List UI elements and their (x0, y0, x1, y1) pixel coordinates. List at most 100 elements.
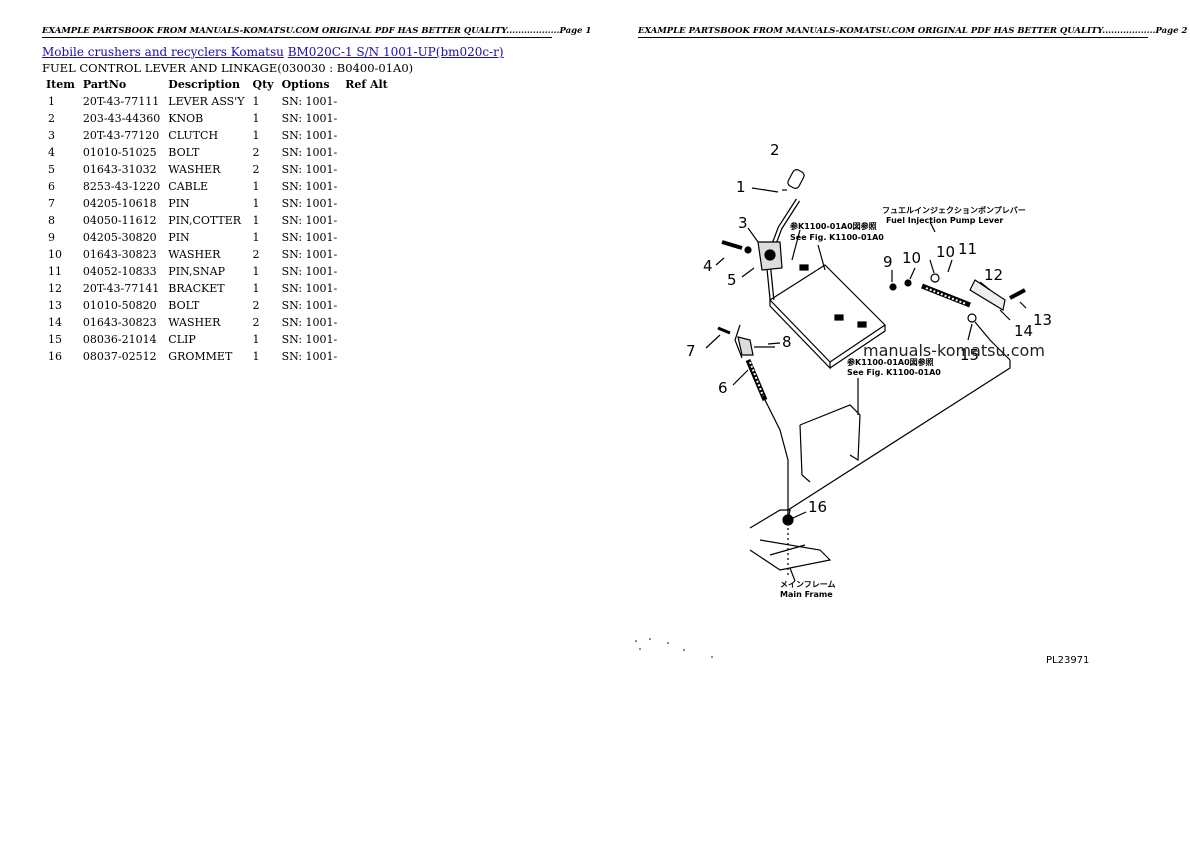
note-jp-see-fig-2: 参K1100-01A0図参照 (846, 357, 934, 367)
callout-2: 2 (770, 141, 780, 159)
col-header-qty: Qty (252, 77, 274, 91)
part-number-cell: 01643-30823 (82, 316, 157, 329)
callout-8: 8 (782, 333, 792, 351)
note-jp-see-fig-1: 参K1100-01A0図参照 (789, 221, 877, 231)
options-cell: SN: 1001- (281, 214, 338, 227)
ref-alt-cell (341, 212, 392, 229)
description-cell: BRACKET (168, 282, 225, 295)
part-number-cell: 04052-10833 (82, 265, 157, 278)
ref-alt-cell (341, 110, 392, 127)
ref-alt-cell (341, 195, 392, 212)
options-cell: SN: 1001- (281, 95, 338, 108)
callout-1: 1 (736, 178, 746, 196)
note-jp-main-frame: メインフレーム (780, 580, 836, 589)
description-cell: WASHER (168, 163, 221, 176)
item-number-cell: 11 (48, 265, 62, 278)
item-number-cell: 1 (48, 95, 55, 108)
item-number-cell: 3 (48, 129, 55, 142)
quantity-cell: 1 (252, 350, 260, 363)
options-cell: SN: 1001- (281, 112, 338, 125)
ref-alt-cell (341, 280, 392, 297)
part-number-cell: 01643-30823 (82, 248, 157, 261)
quantity-cell: 1 (252, 214, 260, 227)
quantity-cell: 1 (252, 95, 260, 108)
item-number-cell: 4 (48, 146, 55, 159)
description-cell: CABLE (168, 180, 209, 193)
ref-alt-cell (341, 246, 392, 263)
quantity-cell: 2 (252, 248, 260, 261)
options-cell: SN: 1001- (281, 146, 338, 159)
note-en-see-fig-1: See Fig. K1100-01A0 (790, 233, 884, 242)
ref-alt-cell (341, 314, 392, 331)
description-cell: CLIP (168, 333, 196, 346)
options-cell: SN: 1001- (281, 316, 338, 329)
note-en-see-fig-2: See Fig. K1100-01A0 (847, 368, 941, 377)
col-header-item: Item (46, 77, 75, 91)
quantity-cell: 1 (252, 112, 260, 125)
options-cell: SN: 1001- (281, 265, 338, 278)
part-number-cell: 01643-31032 (82, 163, 157, 176)
table-header-row: Item PartNo Description Qty Options Ref … (42, 76, 392, 93)
item-number-cell: 9 (48, 231, 55, 244)
table-row: 10 01643-30823 WASHER 2 SN: 1001- (42, 246, 392, 263)
callout-16: 16 (808, 498, 827, 516)
callout-14: 14 (1014, 322, 1033, 340)
callout-3: 3 (738, 214, 748, 232)
callout-10: 10 (902, 249, 921, 267)
note-en-fuel-lever: Fuel Injection Pump Lever (886, 216, 1003, 225)
ref-alt-cell (341, 93, 392, 110)
ref-alt-cell (341, 229, 392, 246)
options-cell: SN: 1001- (281, 197, 338, 210)
part-number-cell: 01010-51025 (82, 146, 157, 159)
item-number-cell: 8 (48, 214, 55, 227)
description-cell: KNOB (168, 112, 204, 125)
part-number-cell: 08036-21014 (82, 333, 157, 346)
watermark: manuals-komatsu.com (863, 341, 1045, 360)
ref-alt-cell (341, 348, 392, 365)
description-cell: PIN,COTTER (168, 214, 242, 227)
note-jp-fuel-lever: フュエルインジェクションポンプレバー (882, 205, 1026, 215)
quantity-cell: 1 (252, 282, 260, 295)
description-cell: WASHER (168, 248, 221, 261)
callout-4: 4 (703, 257, 713, 275)
part-number-cell: 8253-43-1220 (82, 180, 161, 193)
part-number-cell: 20T-43-77111 (82, 95, 160, 108)
item-number-cell: 10 (48, 248, 62, 261)
part-number-cell: 04205-10618 (82, 197, 157, 210)
callout-9: 9 (883, 253, 893, 271)
description-cell: BOLT (168, 146, 200, 159)
options-cell: SN: 1001- (281, 282, 338, 295)
description-cell: PIN (168, 197, 190, 210)
breadcrumb-link-model[interactable]: BM020C-1 S/N 1001-UP(bm020c-r) (287, 45, 504, 59)
ref-alt-cell (341, 178, 392, 195)
item-number-cell: 15 (48, 333, 62, 346)
item-number-cell: 2 (48, 112, 55, 125)
options-cell: SN: 1001- (281, 180, 338, 193)
part-number-cell: 04205-30820 (82, 231, 157, 244)
breadcrumb-link-category[interactable]: Mobile crushers and recyclers Komatsu (42, 45, 284, 59)
options-cell: SN: 1001- (281, 333, 338, 346)
quantity-cell: 2 (252, 316, 260, 329)
description-cell: GROMMET (168, 350, 233, 363)
part-number-cell: 20T-43-77141 (82, 282, 160, 295)
options-cell: SN: 1001- (281, 248, 338, 261)
options-cell: SN: 1001- (281, 129, 338, 142)
item-number-cell: 13 (48, 299, 62, 312)
col-header-description: Description (168, 77, 240, 91)
quantity-cell: 1 (252, 129, 260, 142)
item-number-cell: 7 (48, 197, 55, 210)
item-number-cell: 14 (48, 316, 62, 329)
quantity-cell: 2 (252, 299, 260, 312)
callout-6: 6 (718, 379, 728, 397)
page-title: FUEL CONTROL LEVER AND LINKAGE(030030 : … (42, 61, 414, 75)
